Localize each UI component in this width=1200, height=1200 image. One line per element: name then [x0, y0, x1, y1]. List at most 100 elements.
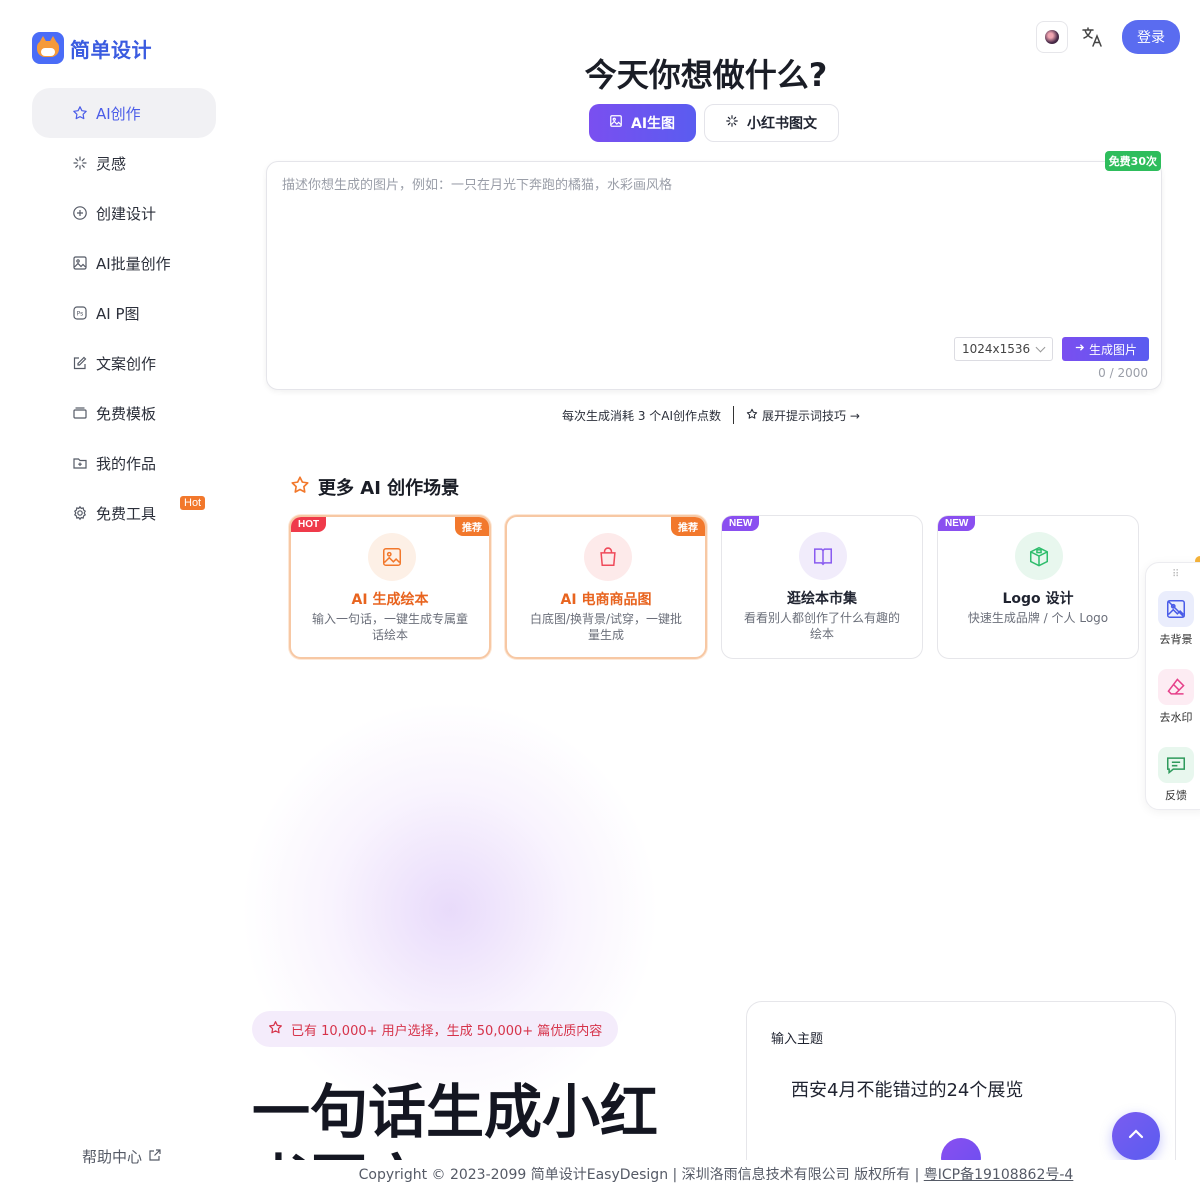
tool-remove-background[interactable]: 去背景 — [1146, 591, 1200, 647]
folder-icon — [72, 455, 88, 471]
chevron-up-icon — [1126, 1124, 1146, 1148]
scenes-heading: 更多 AI 创作场景 — [290, 474, 459, 500]
generate-image-button[interactable]: 生成图片 — [1062, 337, 1149, 361]
book-icon — [799, 532, 847, 580]
scene-card-ecommerce[interactable]: 推荐 AI 电商商品图 白底图/换背景/试穿，一键批量生成 — [505, 515, 707, 659]
sidebar-item-free-tools[interactable]: 免费工具 Hot — [32, 488, 216, 538]
user-stat-badge: 已有 10,000+ 用户选择，生成 50,000+ 篇优质内容 — [252, 1011, 619, 1047]
divider — [733, 406, 735, 424]
plus-circle-icon — [72, 205, 88, 221]
sparkle-icon — [725, 114, 739, 132]
copyright-text: Copyright © 2023-2099 简单设计EasyDesign | 深… — [358, 1167, 924, 1183]
template-icon — [72, 405, 88, 421]
size-select[interactable]: 1024x1536 — [954, 337, 1053, 361]
star-icon — [290, 475, 310, 500]
feedback-icon — [1158, 747, 1194, 783]
avatar[interactable] — [1036, 21, 1068, 53]
stat-text: 已有 10,000+ 用户选择，生成 50,000+ 篇优质内容 — [291, 1023, 603, 1039]
ps-icon: Ps — [72, 305, 88, 321]
tab-xiaohongshu[interactable]: 小红书图文 — [704, 104, 839, 142]
gear-icon — [72, 505, 88, 521]
translate-icon[interactable] — [1078, 23, 1106, 51]
sidebar-item-label: 创建设计 — [96, 204, 157, 223]
card-title: 逛绘本市集 — [787, 591, 857, 607]
tool-label: 去背景 — [1159, 633, 1193, 646]
card-title: Logo 设计 — [1002, 591, 1074, 607]
prompt-textarea[interactable]: 描述你想生成的图片，例如：一只在月光下奔跑的橘猫，水彩画风格 免费30次 102… — [266, 151, 1162, 390]
hint-row: 每次生成消耗 3 个AI创作点数 展开提示词技巧 → — [562, 406, 860, 424]
sidebar-item-ai-batch[interactable]: AI批量创作 — [32, 238, 216, 288]
tool-remove-watermark[interactable]: 去水印 — [1146, 669, 1200, 725]
sidebar-item-ai-create[interactable]: AI创作 — [32, 88, 216, 138]
size-value: 1024x1536 — [962, 342, 1031, 356]
promo-heading: 一句话生成小红 — [252, 1078, 659, 1146]
help-center-link[interactable]: 帮助中心 — [82, 1146, 162, 1167]
scene-card-picture-book[interactable]: HOT 推荐 AI 生成绘本 输入一句话，一键生成专属童话绘本 — [289, 515, 491, 659]
sidebar-item-copywriting[interactable]: 文案创作 — [32, 338, 216, 388]
sidebar-item-inspiration[interactable]: 灵感 — [32, 138, 216, 188]
new-tag: NEW — [722, 516, 760, 531]
arrow-right-icon — [1074, 342, 1085, 356]
cat-logo-icon — [32, 32, 64, 64]
input-value: 西安4月不能错过的24个展览 — [791, 1080, 1024, 1101]
tab-label: 小红书图文 — [747, 116, 817, 132]
shopping-bag-icon — [584, 533, 632, 581]
card-title: AI 电商商品图 — [560, 592, 652, 608]
cost-hint: 每次生成消耗 3 个AI创作点数 — [562, 408, 722, 423]
free-quota-badge: 免费30次 — [1104, 151, 1161, 171]
scene-cards: HOT 推荐 AI 生成绘本 输入一句话，一键生成专属童话绘本 推荐 AI 电商… — [289, 515, 1139, 659]
card-title: AI 生成绘本 — [351, 592, 429, 608]
scene-card-logo[interactable]: NEW Logo 设计 快速生成品牌 / 个人 Logo — [937, 515, 1139, 659]
chevron-down-icon — [1035, 342, 1046, 353]
recommend-tag: 推荐 — [455, 517, 489, 536]
sidebar-nav: AI创作 灵感 创建设计 AI批量创作 Ps AI P图 文案创作 免费模板 我 — [32, 88, 216, 538]
sidebar: 简单设计 AI创作 灵感 创建设计 AI批量创作 Ps AI P图 文案创作 — [0, 0, 232, 1200]
sidebar-item-label: 免费模板 — [96, 404, 157, 423]
star-icon — [268, 1020, 283, 1039]
tool-label: 反馈 — [1165, 789, 1187, 802]
sidebar-item-ai-ps[interactable]: Ps AI P图 — [32, 288, 216, 338]
notification-dot — [1195, 556, 1200, 566]
top-right-actions: 登录 — [1036, 20, 1180, 54]
login-button[interactable]: 登录 — [1122, 20, 1180, 54]
tool-label: 去水印 — [1159, 711, 1193, 724]
promo-heading-continued: 书图文 — [252, 1146, 426, 1160]
sidebar-item-free-templates[interactable]: 免费模板 — [32, 388, 216, 438]
generate-label: 生成图片 — [1088, 342, 1137, 357]
sidebar-item-label: 文案创作 — [96, 354, 157, 373]
new-tag: NEW — [938, 516, 976, 531]
hot-tag: HOT — [291, 517, 327, 532]
sidebar-item-label: 灵感 — [96, 154, 127, 173]
star-icon — [72, 105, 88, 121]
sidebar-item-my-works[interactable]: 我的作品 — [32, 438, 216, 488]
card-desc: 输入一句话，一键生成专属童话绘本 — [311, 612, 468, 642]
sidebar-item-label: AI创作 — [96, 104, 141, 123]
drag-handle-icon[interactable]: ⠿ — [1172, 569, 1181, 580]
input-label: 输入主题 — [771, 1032, 824, 1047]
sidebar-item-label: AI P图 — [96, 304, 140, 323]
icp-link[interactable]: 粤ICP备19108862号-4 — [923, 1167, 1074, 1183]
sidebar-item-label: 我的作品 — [96, 454, 157, 473]
tab-label: AI生图 — [631, 116, 676, 132]
tool-feedback[interactable]: 反馈 — [1146, 747, 1200, 803]
tab-ai-image[interactable]: AI生图 — [589, 104, 696, 142]
svg-text:Ps: Ps — [77, 311, 84, 318]
sidebar-item-create-design[interactable]: 创建设计 — [32, 188, 216, 238]
char-count: 0 / 2000 — [1098, 366, 1148, 380]
page-title: 今天你想做什么? — [584, 56, 828, 94]
sparkle-icon — [72, 155, 88, 171]
eraser-icon — [1158, 669, 1194, 705]
help-center-label: 帮助中心 — [82, 1148, 143, 1166]
remove-background-icon — [1158, 591, 1194, 627]
brand-name: 简单设计 — [70, 37, 152, 62]
tips-label: 展开提示词技巧 → — [762, 408, 860, 423]
scroll-to-top-button[interactable] — [1112, 1112, 1160, 1160]
scene-card-book-market[interactable]: NEW 逛绘本市集 看看别人都创作了什么有趣的绘本 — [721, 515, 923, 659]
card-desc: 看看别人都创作了什么有趣的绘本 — [743, 611, 900, 641]
external-link-icon — [148, 1148, 162, 1166]
prompt-tips-link[interactable]: 展开提示词技巧 → — [746, 407, 860, 424]
scenes-title: 更多 AI 创作场景 — [318, 478, 460, 499]
brand-logo[interactable]: 简单设计 — [32, 32, 152, 64]
prompt-placeholder: 描述你想生成的图片，例如：一只在月光下奔跑的橘猫，水彩画风格 — [282, 178, 673, 193]
card-desc: 白底图/换背景/试穿，一键批量生成 — [529, 612, 683, 642]
